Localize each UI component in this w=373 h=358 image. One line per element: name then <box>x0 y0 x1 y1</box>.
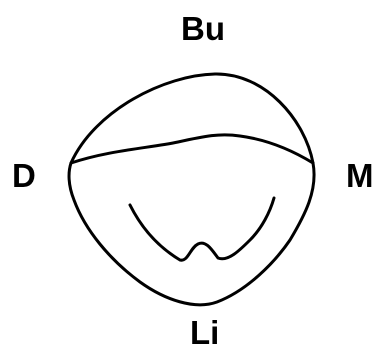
buccal-label: Bu <box>181 12 225 45</box>
crown-outline <box>69 74 314 305</box>
lingual-groove-line <box>130 198 274 260</box>
lingual-label: Li <box>190 316 219 349</box>
mesial-label: M <box>346 159 373 192</box>
distal-label: D <box>12 159 36 192</box>
transverse-ridge-line <box>71 135 313 163</box>
